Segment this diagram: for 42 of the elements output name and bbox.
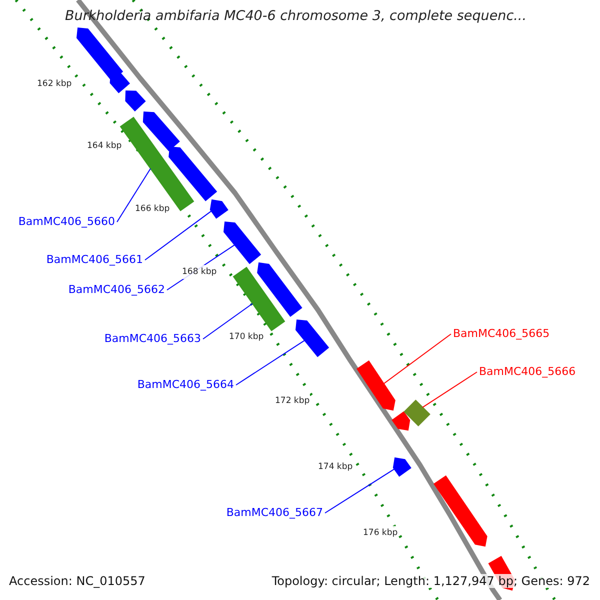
gene-label: BamMC406_5663 xyxy=(104,332,201,346)
scale-label: 164 kbp xyxy=(87,139,122,153)
footer-text: Topology: circular; Length: 1,127,947 bp; Genes: 972 xyxy=(272,574,590,588)
leader-line xyxy=(324,468,395,514)
gene-label: BamMC406_5660 xyxy=(18,215,115,229)
scale-label: 168 kbp xyxy=(182,265,217,279)
gene-bar xyxy=(356,360,396,411)
gene-bar xyxy=(110,72,130,94)
gene-bar xyxy=(434,475,488,547)
gene-bar xyxy=(392,457,412,477)
leader-line xyxy=(383,334,452,384)
gene-bar xyxy=(142,111,180,152)
gene-label: BamMC406_5664 xyxy=(137,378,234,392)
gene-bar xyxy=(404,400,430,426)
gene-bar xyxy=(210,199,228,219)
gene-bar xyxy=(257,262,302,317)
gene-bar xyxy=(120,116,194,212)
scale-label: 172 kbp xyxy=(275,394,310,408)
leader-line xyxy=(144,210,212,260)
footer-text: Accession: NC_010557 xyxy=(9,574,146,588)
scale-label: 162 kbp xyxy=(37,77,72,91)
gene-bar xyxy=(223,221,262,264)
gene-bar xyxy=(295,319,330,358)
leader-line xyxy=(236,340,306,386)
gene-bar xyxy=(392,411,410,431)
leader-line xyxy=(422,372,478,408)
gene-label: BamMC406_5661 xyxy=(46,253,143,267)
leader-line xyxy=(116,168,151,222)
scale-label: 174 kbp xyxy=(318,460,353,474)
gene-bar xyxy=(232,266,286,332)
scale-label: 170 kbp xyxy=(229,330,264,344)
gene-label: BamMC406_5666 xyxy=(479,365,576,379)
scale-label: 176 kbp xyxy=(363,526,398,540)
gene-bar xyxy=(125,90,146,112)
gene-label: BamMC406_5667 xyxy=(226,506,323,520)
gene-label: BamMC406_5662 xyxy=(68,283,165,297)
leader-line xyxy=(202,303,253,340)
gene-label: BamMC406_5665 xyxy=(453,327,550,341)
gene-bar xyxy=(168,146,218,202)
diagram-title: Burkholderia ambifaria MC40-6 chromosome 3, complete sequenc... xyxy=(65,9,527,23)
scale-label: 166 kbp xyxy=(135,202,170,216)
gene-bar xyxy=(76,27,124,82)
